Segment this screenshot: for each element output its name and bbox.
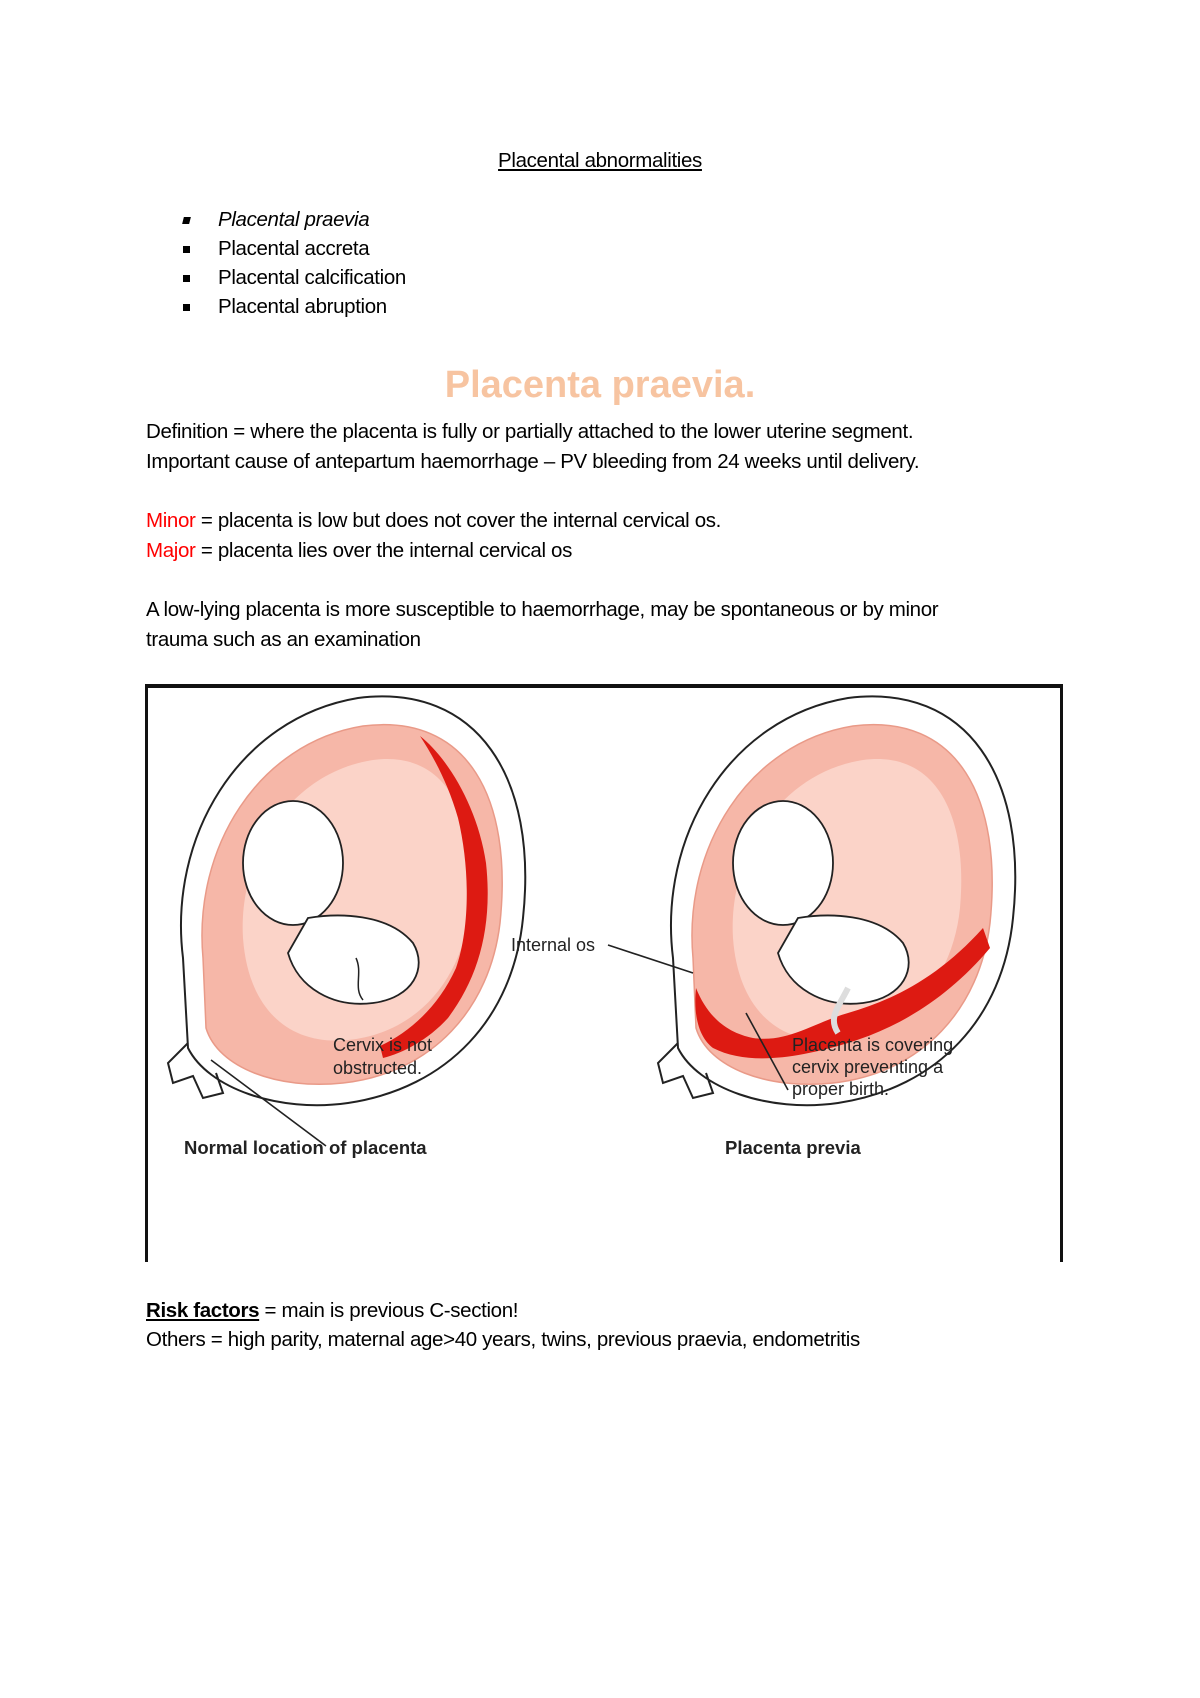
- previa-callout-line1: Placenta is covering: [792, 1035, 954, 1055]
- importance-text: Important cause of antepartum haemorrhag…: [146, 450, 920, 473]
- bullet-square-icon: [182, 217, 191, 224]
- previa-callout-line2: cervix preventing a: [792, 1057, 944, 1077]
- bullet-square-icon: [183, 275, 190, 282]
- internal-os-label: Internal os: [511, 935, 596, 955]
- list-item-label: Placental abruption: [218, 295, 387, 318]
- bullet-square-icon: [183, 304, 190, 311]
- list-item-label: Placental calcification: [218, 266, 406, 289]
- other-risk-factors: Others = high parity, maternal age>40 ye…: [146, 1328, 860, 1351]
- placenta-diagram-illustration: [166, 695, 1017, 1147]
- list-item: Placental abruption: [180, 292, 406, 321]
- placenta-diagram-figure: Cervix is not obstructed. Internal os Pl…: [145, 684, 1063, 1262]
- cervix-callout-line2: obstructed.: [333, 1058, 423, 1078]
- minor-definition: Minor = placenta is low but does not cov…: [146, 507, 721, 535]
- bullet-square-icon: [183, 246, 190, 253]
- previa-uterus-illustration: [607, 695, 1017, 1107]
- low-lying-text-line2: trauma such as an examination: [146, 628, 421, 651]
- low-lying-text-line1: A low-lying placenta is more susceptible…: [146, 598, 939, 621]
- normal-uterus-illustration: [166, 695, 527, 1147]
- list-item: Placental praevia: [180, 205, 406, 234]
- risk-factors-line: Risk factors = main is previous C-sectio…: [146, 1297, 518, 1325]
- definition-text: Definition = where the placenta is fully…: [146, 420, 914, 443]
- cervix-callout-line1: Cervix is not: [333, 1035, 433, 1055]
- section-heading: Placenta praevia.: [444, 364, 756, 406]
- list-item-label: Placental praevia: [218, 208, 370, 231]
- abnormalities-list: Placental praevia Placental accreta Plac…: [180, 205, 406, 321]
- major-text: = placenta lies over the internal cervic…: [195, 539, 572, 562]
- major-definition: Major = placenta lies over the internal …: [146, 537, 572, 565]
- minor-text: = placenta is low but does not cover the…: [195, 509, 722, 532]
- list-item: Placental accreta: [180, 234, 406, 263]
- normal-caption: Normal location of placenta: [184, 1137, 427, 1158]
- list-item: Placental calcification: [180, 263, 406, 292]
- page-title: Placental abnormalities: [498, 149, 702, 172]
- risk-factors-text: = main is previous C-section!: [259, 1299, 519, 1322]
- major-label: Major: [146, 539, 196, 562]
- minor-label: Minor: [146, 509, 196, 532]
- previa-caption: Placenta previa: [725, 1137, 861, 1158]
- risk-factors-label: Risk factors: [146, 1299, 260, 1322]
- previa-callout-line3: proper birth.: [792, 1079, 890, 1099]
- list-item-label: Placental accreta: [218, 237, 370, 260]
